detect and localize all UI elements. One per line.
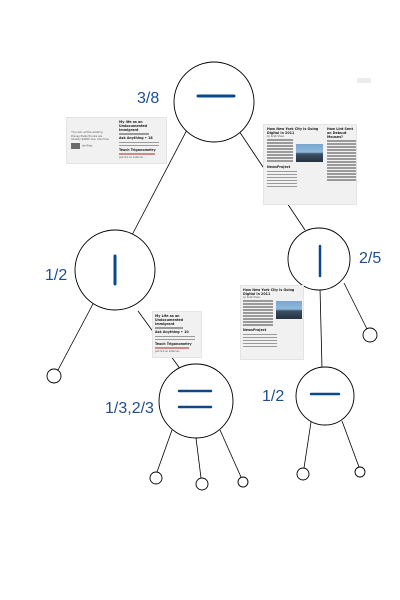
item-heading-2: Ask Anything • 10: [155, 330, 189, 335]
leaf-node: [362, 327, 378, 343]
layout-thumbnail-c: How New York City Is Going Digital in 20…: [263, 124, 357, 205]
root-node: [173, 61, 255, 143]
layout-thumbnail-b: My Life as an Undocumented Immigrant Ask…: [152, 311, 202, 358]
ratio-left-child: 1/3,2/3: [105, 400, 154, 417]
article-title: How New York City Is Going Digital in 20…: [267, 127, 319, 135]
edge-left-leaf: [57, 301, 95, 371]
article-title: How New York City Is Going Digital in 20…: [243, 288, 295, 296]
item-heading-1: My Life as an Undocumented Immigrant: [155, 314, 184, 326]
item-footer: Just link an external ...: [119, 156, 146, 160]
leaf-node: [296, 467, 310, 481]
edge-lc-leaf1: [156, 429, 173, 473]
tree-edges: [57, 125, 368, 479]
leaf-node: [354, 466, 366, 478]
article-photo: [296, 144, 323, 162]
edge-root-left: [131, 125, 190, 236]
edge-right-child: [319, 287, 323, 369]
corner-fragment: [357, 78, 371, 83]
item-heading-3: Teach Trigonometry: [155, 341, 192, 346]
leaf-node: [195, 477, 209, 491]
section-title: NewsProject: [267, 165, 291, 170]
ratio-right: 2/5: [359, 250, 382, 267]
section-title: NewsProject: [243, 328, 267, 333]
layout-thumbnail-d: How New York City Is Going Digital in 20…: [240, 285, 304, 360]
quote-text: "You will, all the existing Disney Parks…: [71, 131, 110, 142]
item-heading-1: My life as an Undocumented Immigrant: [119, 120, 148, 132]
edge-lc-leaf3: [219, 429, 242, 478]
quote-author: Jim Riley: [82, 144, 93, 148]
leaf-node: [237, 476, 249, 488]
avatar: [71, 142, 80, 149]
leaf-node: [149, 471, 163, 485]
ratio-right-child: 1/2: [262, 388, 285, 405]
edge-rc-leaf1: [303, 421, 312, 469]
ratio-left: 1/2: [45, 267, 68, 284]
quote-block: "You will, all the existing Disney Parks…: [71, 131, 111, 149]
article-byline: by Kristi Shaw: [243, 296, 260, 299]
left-child-node: [158, 363, 234, 439]
side-title: How Lint Sent on Debuut Mouses?: [327, 127, 354, 139]
side-column: How Lint Sent on Debuut Mouses?: [327, 127, 356, 182]
item-list: My life as an Undocumented Immigrant Ask…: [119, 120, 166, 159]
article-photo: [276, 301, 302, 319]
item-footer: Just link an external...: [155, 350, 182, 354]
item-heading-2: Ask Anything • 18: [119, 136, 153, 141]
edge-right-leaf: [343, 282, 368, 330]
item-heading-3: Teach Trigonometry: [119, 147, 156, 152]
leaf-node: [46, 368, 62, 384]
edge-rc-leaf2: [341, 420, 360, 468]
article-column: How New York City Is Going Digital in 20…: [267, 127, 323, 189]
edge-lc-leaf2: [195, 437, 202, 479]
article-byline: by Kristi Shaw: [267, 135, 284, 138]
right-child-node: [295, 366, 355, 426]
layout-thumbnail-a: "You will, all the existing Disney Parks…: [66, 117, 167, 164]
ratio-root: 3/8: [137, 90, 160, 107]
